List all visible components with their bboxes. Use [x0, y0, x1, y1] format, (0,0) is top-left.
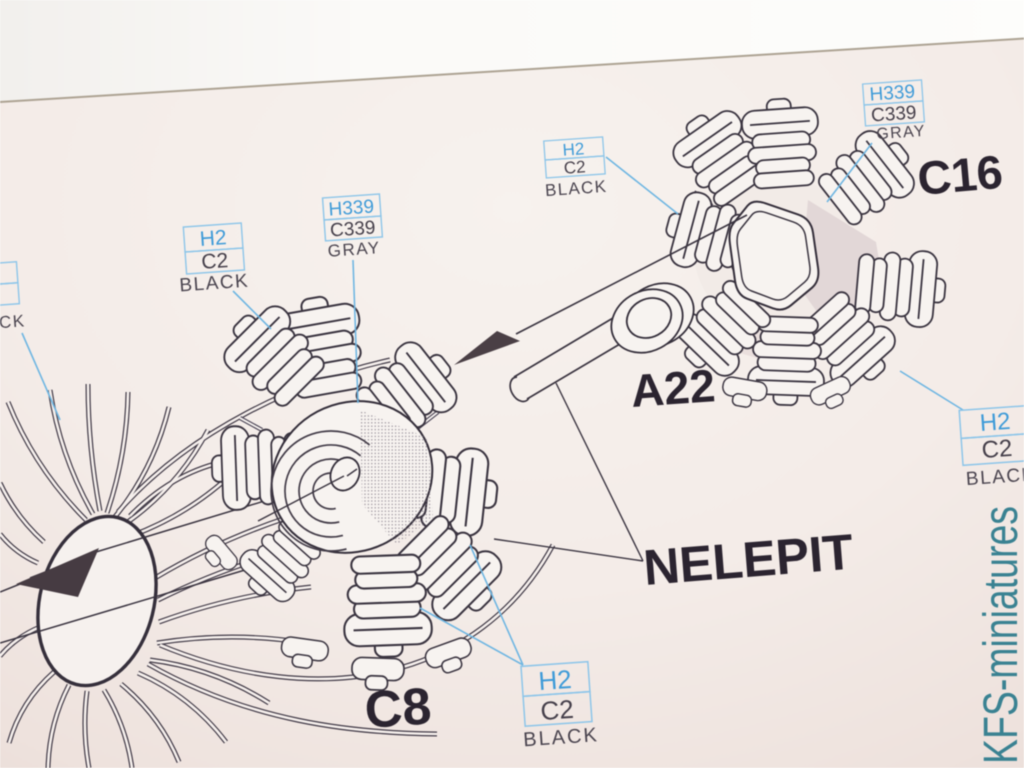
- svg-text:C2: C2: [563, 157, 586, 177]
- svg-text:C2: C2: [539, 694, 574, 726]
- svg-text:H2: H2: [562, 139, 585, 159]
- svg-text:H339: H339: [328, 196, 375, 220]
- svg-text:GRAY: GRAY: [876, 123, 926, 143]
- svg-text:C2: C2: [201, 249, 229, 274]
- svg-text:BLACK: BLACK: [0, 311, 26, 334]
- svg-text:BLACK: BLACK: [965, 464, 1024, 490]
- svg-text:C2: C2: [981, 435, 1013, 464]
- svg-text:A22: A22: [629, 359, 717, 417]
- svg-text:C8: C8: [363, 677, 433, 739]
- svg-text:BLACK: BLACK: [179, 271, 250, 297]
- svg-text:C16: C16: [915, 145, 1004, 205]
- svg-text:BLACK: BLACK: [544, 177, 607, 200]
- svg-text:C339: C339: [870, 102, 917, 126]
- svg-text:H2: H2: [199, 226, 227, 251]
- svg-text:H2: H2: [537, 664, 572, 696]
- svg-text:H339: H339: [869, 81, 916, 105]
- svg-text:KFS-miniatures: KFS-miniatures: [975, 506, 1024, 764]
- svg-text:BLACK: BLACK: [523, 724, 600, 751]
- svg-text:C339: C339: [329, 217, 376, 241]
- svg-text:H2: H2: [979, 408, 1011, 437]
- svg-text:GRAY: GRAY: [327, 238, 381, 261]
